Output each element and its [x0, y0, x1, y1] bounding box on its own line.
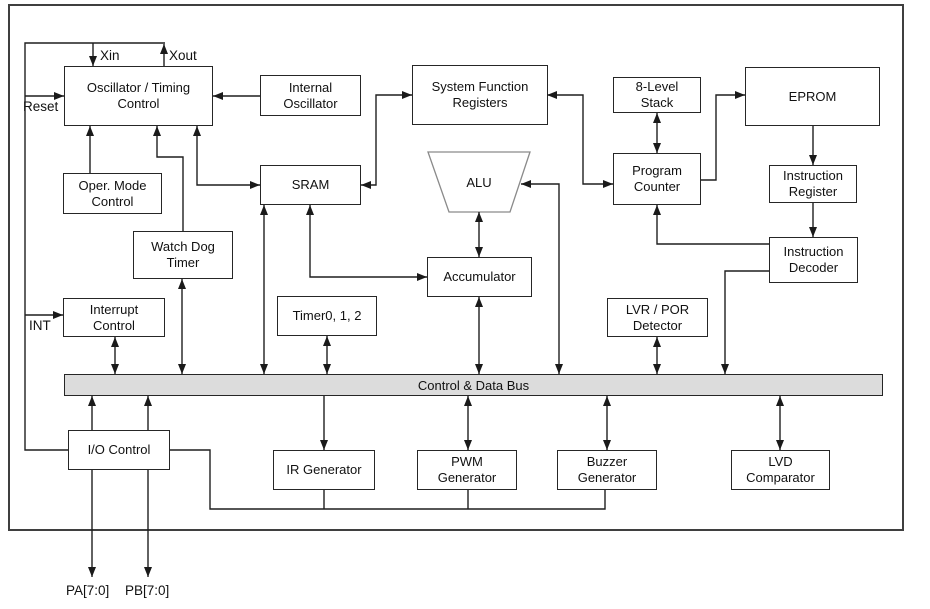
block-label: 8-Level Stack	[635, 79, 679, 110]
block-label: LVR / POR Detector	[625, 301, 690, 333]
block-label: Buzzer Generator	[577, 454, 637, 485]
block-lvd-comparator: LVD Comparator	[731, 450, 830, 490]
block-buzzer-generator: Buzzer Generator	[557, 450, 657, 490]
block-label: SRAM	[291, 177, 330, 193]
block-label: Oper. Mode Control	[78, 177, 147, 209]
block-system-function-registers: System Function Registers	[412, 65, 548, 125]
block-label: Instruction Register	[783, 168, 843, 199]
pin-label-xin: Xin	[100, 48, 120, 63]
block-watch-dog-timer: Watch Dog Timer	[133, 231, 233, 279]
block-oper-mode-control: Oper. Mode Control	[63, 173, 162, 214]
block-internal-oscillator: Internal Oscillator	[260, 75, 361, 116]
block-label: System Function Registers	[431, 79, 529, 110]
block-label: Watch Dog Timer	[151, 239, 215, 270]
block-label: Timer0, 1, 2	[292, 308, 362, 324]
block-eprom: EPROM	[745, 67, 880, 126]
block-alu: ALU	[428, 152, 530, 212]
block-instruction-register: Instruction Register	[769, 165, 857, 203]
block-io-control: I/O Control	[68, 430, 170, 470]
pin-label-reset: Reset	[23, 99, 59, 114]
block-program-counter: Program Counter	[613, 153, 701, 205]
control-data-bus: Control & Data Bus	[64, 374, 883, 396]
block-ir-generator: IR Generator	[273, 450, 375, 490]
control-data-bus-label: Control & Data Bus	[417, 377, 530, 393]
block-label: Instruction Decoder	[783, 244, 844, 275]
block-label: I/O Control	[87, 442, 151, 458]
block-sram: SRAM	[260, 165, 361, 205]
block-8-level-stack: 8-Level Stack	[613, 77, 701, 113]
block-oscillator-timing-control: Oscillator / Timing Control	[64, 66, 213, 126]
block-label: IR Generator	[286, 462, 362, 478]
block-interrupt-control: Interrupt Control	[63, 298, 165, 337]
block-label: PWM Generator	[437, 454, 497, 485]
pin-label-pa: PA[7:0]	[66, 583, 110, 598]
block-label: EPROM	[788, 88, 837, 104]
block-label: Internal Oscillator	[283, 79, 338, 111]
block-label: Accumulator	[443, 269, 516, 285]
block-accumulator: Accumulator	[427, 257, 532, 297]
block-label: ALU	[466, 174, 492, 190]
block-timer012: Timer0, 1, 2	[277, 296, 377, 336]
pin-label-xout: Xout	[169, 48, 197, 63]
block-lvr-por-detector: LVR / POR Detector	[607, 298, 708, 337]
block-label: Program Counter	[632, 163, 682, 194]
block-label: Oscillator / Timing Control	[86, 80, 191, 111]
block-label: LVD Comparator	[746, 454, 815, 485]
pin-label-int: INT	[29, 318, 51, 333]
block-pwm-generator: PWM Generator	[417, 450, 517, 490]
block-instruction-decoder: Instruction Decoder	[769, 237, 858, 283]
block-label: Interrupt Control	[89, 301, 139, 333]
pin-label-pb: PB[7:0]	[125, 583, 170, 598]
